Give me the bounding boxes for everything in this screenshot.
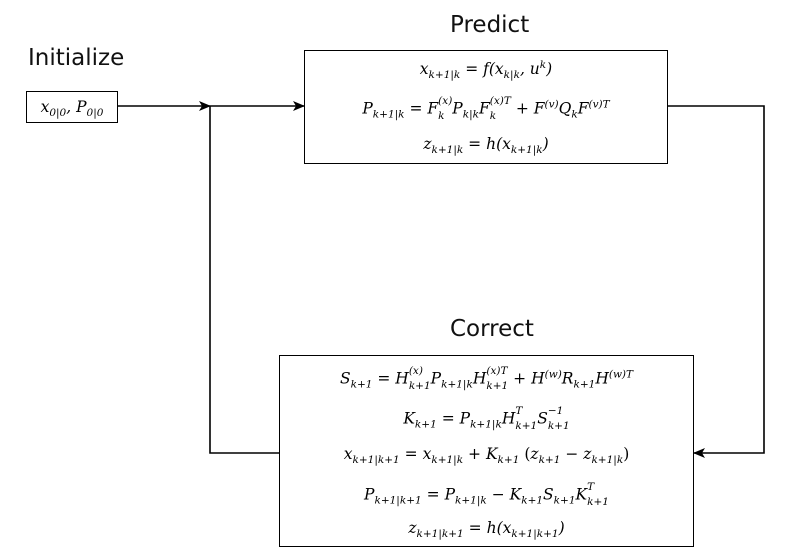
predict-eq-state: xk+1|k = f(xk|k, uk)	[419, 58, 553, 82]
correct-feedback-line	[209, 106, 279, 454]
predict-heading: Predict	[450, 12, 530, 38]
predict-to-correct-arrow	[668, 105, 765, 458]
correct-eq-state-update: xk+1|k+1 = xk+1|k + Kk+1 (zk+1 − zk+1|k)	[343, 445, 630, 467]
initialize-equation: x0|0, P0|0	[40, 98, 104, 120]
correct-eq-measurement: zk+1|k+1 = h(xk+1|k+1)	[408, 519, 565, 541]
initialize-heading: Initialize	[28, 45, 125, 71]
predict-eq-measurement: zk+1|k = h(xk+1|k)	[423, 135, 549, 157]
correct-heading: Correct	[450, 316, 534, 342]
initialize-box: x0|0, P0|0	[26, 91, 118, 123]
